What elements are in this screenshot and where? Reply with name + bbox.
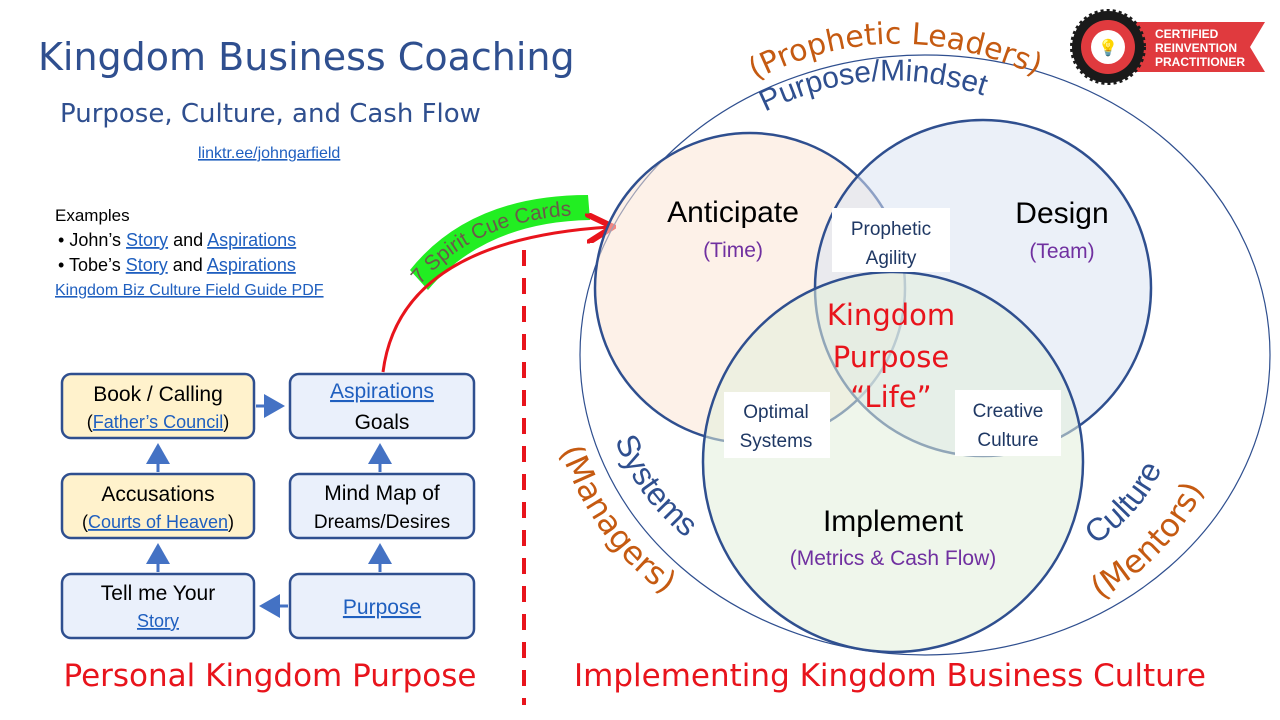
banner-background	[410, 195, 590, 290]
goals-label: Goals	[355, 411, 410, 434]
anticipate-sub: (Time)	[703, 239, 763, 262]
center-life: “Life”	[850, 380, 931, 414]
book-sub: (Father’s Council)	[87, 412, 229, 432]
anticipate-title: Anticipate	[667, 196, 799, 229]
courts-of-heaven-link[interactable]: Courts of Heaven	[88, 512, 228, 532]
center-purpose: Purpose	[833, 340, 949, 374]
badge-line2: REINVENTION	[1155, 41, 1237, 55]
badge-line1: CERTIFIED	[1155, 27, 1219, 41]
tell-label: Tell me Your	[101, 582, 215, 605]
example-tobe: • Tobe’s Story and Aspirations	[58, 255, 296, 275]
example-john: • John’s Story and Aspirations	[58, 230, 296, 250]
book-calling-box	[60, 372, 256, 440]
design-sub: (Team)	[1029, 240, 1094, 263]
systems-box-label: Systems	[740, 431, 813, 452]
prophetic-agility-box	[832, 208, 950, 272]
tobe-aspirations-link[interactable]: Aspirations	[207, 255, 296, 275]
certified-badge-logo: 💡 CERTIFIED REINVENTION PRACTITIONER	[1070, 9, 1265, 85]
accusations-sub: (Courts of Heaven)	[82, 512, 234, 532]
personal-purpose-footer: Personal Kingdom Purpose	[63, 658, 476, 694]
fathers-council-link[interactable]: Father’s Council	[93, 412, 223, 432]
field-guide-link[interactable]: Kingdom Biz Culture Field Guide PDF	[55, 282, 324, 299]
badge-line3: PRACTITIONER	[1155, 55, 1245, 69]
john-story-link[interactable]: Story	[126, 230, 168, 250]
spirit-cue-cards-banner[interactable]: 7 Spirit Cue Cards	[407, 198, 572, 289]
creative-culture-box	[955, 390, 1061, 456]
examples-heading: Examples	[55, 206, 130, 225]
dreams-label: Dreams/Desires	[314, 512, 450, 533]
john-aspirations-link[interactable]: Aspirations	[207, 230, 296, 250]
tobe-story-link[interactable]: Story	[126, 255, 168, 275]
business-culture-footer: Implementing Kingdom Business Culture	[574, 658, 1206, 694]
tell-story-box	[60, 572, 256, 640]
design-title: Design	[1015, 197, 1108, 230]
aspirations-link[interactable]: Aspirations	[330, 380, 434, 403]
implement-sub: (Metrics & Cash Flow)	[790, 547, 997, 570]
flow-arrows	[146, 394, 392, 618]
page-title: Kingdom Business Coaching	[38, 35, 575, 79]
page-subtitle: Purpose, Culture, and Cash Flow	[60, 99, 481, 129]
book-calling-label: Book / Calling	[93, 383, 223, 406]
linktree-link[interactable]: linktr.ee/johngarfield	[198, 145, 340, 162]
red-arrow	[381, 227, 610, 373]
culture-box-label: Culture	[977, 430, 1038, 451]
creative-label: Creative	[973, 401, 1044, 422]
accusations-box	[60, 472, 256, 540]
optimal-systems-box	[724, 392, 830, 458]
mindmap-label: Mind Map of	[324, 482, 440, 505]
agility-label: Agility	[866, 248, 917, 269]
purpose-box	[288, 572, 476, 640]
purpose-link[interactable]: Purpose	[343, 596, 421, 619]
lightbulb-icon: 💡	[1098, 38, 1118, 57]
prophetic-label: Prophetic	[851, 219, 931, 240]
implement-title: Implement	[823, 505, 964, 538]
mindmap-box	[288, 472, 476, 540]
aspirations-box	[288, 372, 476, 440]
outer-circle	[579, 54, 1271, 656]
story-link[interactable]: Story	[137, 611, 179, 631]
center-kingdom: Kingdom	[827, 298, 955, 332]
optimal-label: Optimal	[743, 402, 808, 423]
accusations-label: Accusations	[101, 483, 214, 506]
